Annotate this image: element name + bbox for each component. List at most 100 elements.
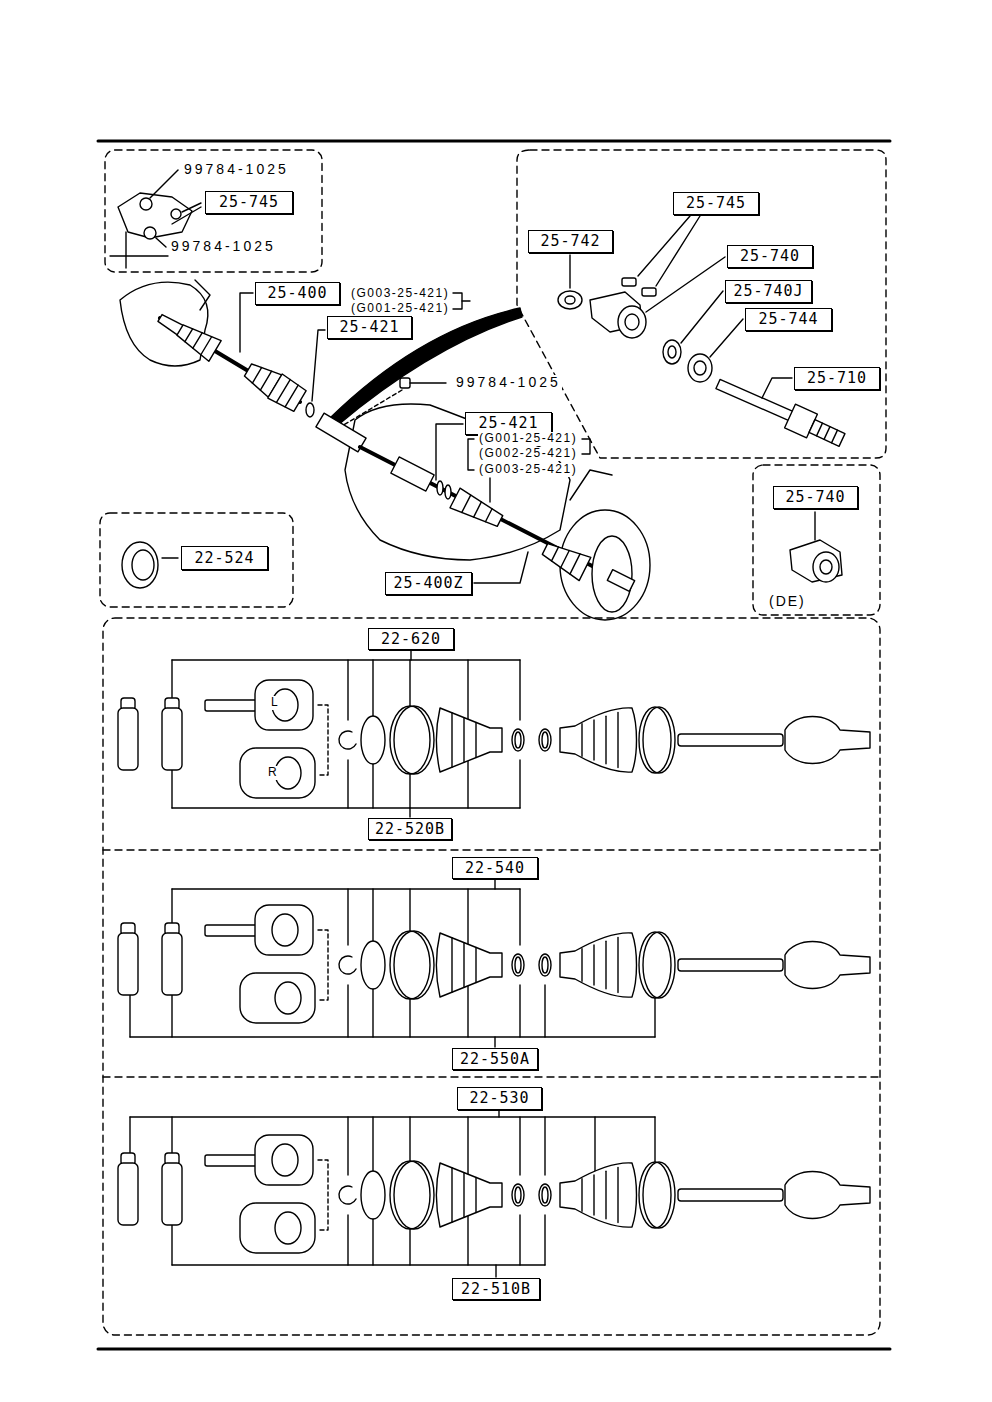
leader-line: [710, 319, 743, 357]
callout-number: (G001-25-421): [478, 432, 578, 445]
shaft: [678, 959, 783, 971]
outer-boot-ridge: [561, 551, 569, 568]
part-number-box: 25-742: [528, 230, 613, 253]
kit-bracket: [498, 1111, 499, 1117]
kit-bracket: [372, 1117, 373, 1175]
small-band: [539, 1184, 551, 1206]
seal-bore: [668, 346, 676, 358]
kit-bracket: [544, 985, 545, 1037]
oil-seal-lip: [132, 550, 154, 580]
part-number: 22-520B: [375, 822, 445, 837]
joint-stub: [205, 925, 257, 936]
boot-band: [639, 1162, 671, 1228]
outer-boot: [560, 1163, 637, 1227]
part-number-box: 22-520B: [368, 818, 452, 840]
leader-line: [656, 216, 700, 286]
kit-bracket: [519, 760, 520, 808]
leader-line: [569, 255, 570, 288]
grease-tube: [118, 1163, 138, 1225]
bracket-line: [462, 300, 470, 301]
part-number-box: 22-524: [181, 546, 268, 570]
snap-ring: [361, 1171, 385, 1219]
joint-housing: [268, 374, 306, 411]
inner-joint-right: [240, 1203, 315, 1253]
part-number-box: 22-530: [457, 1087, 542, 1110]
shaft-spline-ridge: [832, 430, 838, 443]
part-number: 25-421: [478, 416, 538, 431]
kit-bracket: [467, 985, 468, 1037]
kit-bracket: [495, 1265, 496, 1277]
bolt-head: [140, 198, 152, 210]
joint-bore: [275, 982, 301, 1014]
part-number-box: 25-745: [673, 192, 759, 215]
clip: [339, 1186, 356, 1204]
small-band-edge: [542, 1187, 548, 1203]
variant-note: (DE): [768, 594, 807, 609]
kit-bracket: [347, 760, 348, 808]
boot-ridge: [475, 947, 476, 982]
inner-boot-ridge: [474, 502, 482, 517]
part-number-box: 25-740: [773, 486, 858, 509]
inner-boot-ridge: [462, 495, 471, 512]
part-number: 22-510B: [461, 1282, 531, 1297]
boot-ridge: [581, 1179, 582, 1211]
kit-bracket: [172, 1264, 545, 1265]
kit-bracket: [372, 985, 373, 1037]
kit-bracket: [347, 1117, 348, 1175]
kit-divider: [103, 1076, 880, 1077]
page-rule: [98, 1348, 890, 1351]
joint-stub: [205, 700, 257, 711]
kit-bracket: [467, 760, 468, 808]
choice-bracket: [318, 930, 328, 1000]
boot-ridge: [475, 1177, 476, 1212]
part-number-box: 25-400Z: [385, 572, 472, 595]
snap-ring: [361, 941, 385, 989]
boot-band-edge: [394, 706, 434, 774]
kit-bracket: [519, 660, 520, 720]
small-band: [539, 954, 551, 976]
kit-bracket: [594, 1117, 595, 1175]
kit-bracket: [544, 1215, 545, 1265]
small-band: [512, 954, 524, 976]
side-mark: R: [267, 766, 278, 779]
shaft: [678, 734, 783, 746]
leader-line: [814, 512, 815, 540]
seal: [663, 340, 681, 364]
part-number-box: 25-740J: [725, 280, 812, 303]
boot-ridge: [451, 938, 452, 992]
leader-line: [172, 207, 201, 224]
snap-ring: [437, 481, 443, 495]
part-number: 22-530: [469, 1091, 529, 1106]
kit-bracket: [130, 1036, 655, 1037]
snap-ring: [306, 403, 314, 417]
kit-bracket: [467, 1117, 468, 1175]
kit-bracket: [494, 880, 495, 889]
inner-boot-ridge: [193, 333, 202, 348]
leader-line: [762, 378, 792, 398]
housing-edge: [195, 280, 210, 310]
part-number: 25-744: [758, 312, 818, 327]
differential-housing: [120, 282, 208, 366]
kit-bracket: [519, 985, 520, 1037]
bracket-line: [582, 439, 590, 454]
clip: [339, 956, 356, 974]
kit-bracket: [347, 660, 348, 720]
kit-bracket: [544, 1117, 545, 1175]
bracket-line: [468, 439, 474, 470]
joint-bore: [272, 1144, 298, 1176]
callout-number: 99784-1025: [170, 239, 277, 254]
small-band: [539, 729, 551, 751]
kit-bracket: [410, 651, 411, 660]
small-band-edge: [515, 1187, 521, 1203]
bolt: [622, 278, 636, 286]
leader-line: [150, 170, 178, 198]
bolt: [642, 288, 656, 296]
small-band: [512, 729, 524, 751]
leader-line: [681, 291, 723, 343]
inner-boot: [450, 488, 503, 526]
boot-band: [390, 706, 430, 774]
center-line: [110, 255, 168, 256]
part-number-box: 25-740: [727, 245, 813, 268]
grease-tube: [118, 708, 138, 770]
